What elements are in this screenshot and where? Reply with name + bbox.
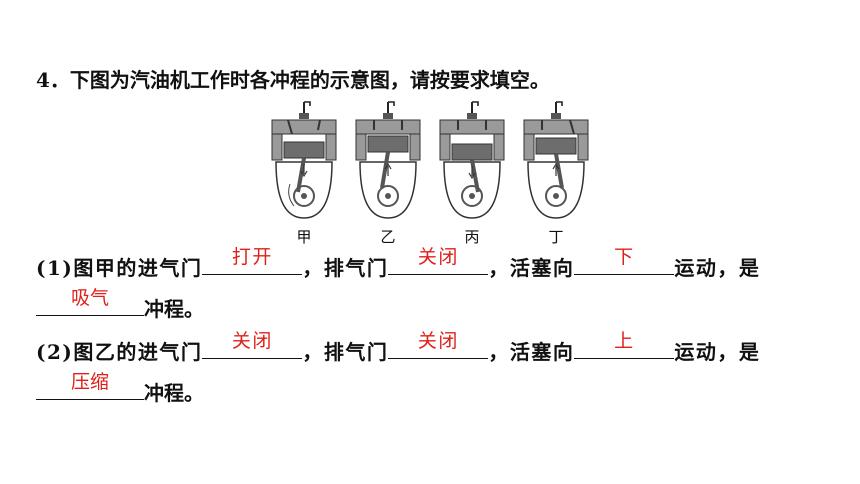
engine-jia-image — [271, 101, 337, 219]
engine-diagram-bing: 丙 — [436, 100, 508, 246]
part1-blank-stroke: 吸气 — [36, 287, 144, 316]
part1-blank-intake: 打开 — [202, 246, 303, 275]
part2-answer-stroke: 压缩 — [70, 371, 109, 393]
part2-line2: 压缩 冲程。 — [36, 371, 204, 407]
part2-mid2: ，活塞向 — [488, 340, 575, 364]
part1-answer-exhaust: 关闭 — [417, 246, 459, 268]
part1-answer-intake: 打开 — [231, 246, 273, 268]
part1-prefix: 图甲的进气门 — [73, 256, 203, 280]
part2-answer-direction: 上 — [614, 330, 635, 352]
part2-suffix: 冲程。 — [144, 381, 204, 405]
question-text: 下图为汽油机工作时各冲程的示意图，请按要求填空。 — [69, 68, 550, 92]
part1-mid3: 运动，是 — [674, 256, 761, 280]
part2-line1: (2)图乙的进气门 关闭 ，排气门 关闭 ，活塞向 上 运动，是 — [36, 330, 761, 366]
engine-diagram-jia: 甲 — [268, 100, 340, 246]
part2-mid3: 运动，是 — [674, 340, 761, 364]
part2-prefix: 图乙的进气门 — [73, 340, 203, 364]
engine-bing-image — [439, 101, 505, 219]
part1-number: (1) — [36, 256, 74, 280]
engine-diagram-ding: 丁 — [520, 100, 592, 246]
engine-stroke-figure: 甲 乙 — [268, 100, 600, 250]
part1-blank-exhaust: 关闭 — [388, 246, 489, 275]
part2-answer-intake: 关闭 — [231, 330, 273, 352]
engine-label-jia: 甲 — [296, 228, 312, 246]
engine-label-bing: 丙 — [464, 228, 480, 246]
engine-diagram-yi: 乙 — [352, 100, 424, 246]
part1-answer-direction: 下 — [614, 246, 635, 268]
engine-label-yi: 乙 — [380, 228, 396, 246]
part2-mid1: ，排气门 — [302, 340, 389, 364]
part2-number: (2) — [36, 340, 74, 364]
part1-line2: 吸气 冲程。 — [36, 287, 204, 323]
part2-answer-exhaust: 关闭 — [417, 330, 459, 352]
engine-label-ding: 丁 — [548, 228, 564, 246]
part1-line1: (1)图甲的进气门 打开 ，排气门 关闭 ，活塞向 下 运动，是 — [36, 246, 761, 282]
part1-blank-direction: 下 — [574, 246, 675, 275]
part1-suffix: 冲程。 — [144, 297, 204, 321]
part2-blank-stroke: 压缩 — [36, 371, 144, 400]
part2-blank-intake: 关闭 — [202, 330, 303, 359]
engine-ding-image — [523, 101, 589, 219]
engine-yi-image — [355, 101, 421, 219]
part1-mid1: ，排气门 — [302, 256, 389, 280]
part1-answer-stroke: 吸气 — [70, 287, 109, 309]
part2-blank-exhaust: 关闭 — [388, 330, 489, 359]
part1-mid2: ，活塞向 — [488, 256, 575, 280]
part2-blank-direction: 上 — [574, 330, 675, 359]
question-number: 4． — [36, 68, 70, 92]
question-title: 4．下图为汽油机工作时各冲程的示意图，请按要求填空。 — [36, 64, 550, 93]
